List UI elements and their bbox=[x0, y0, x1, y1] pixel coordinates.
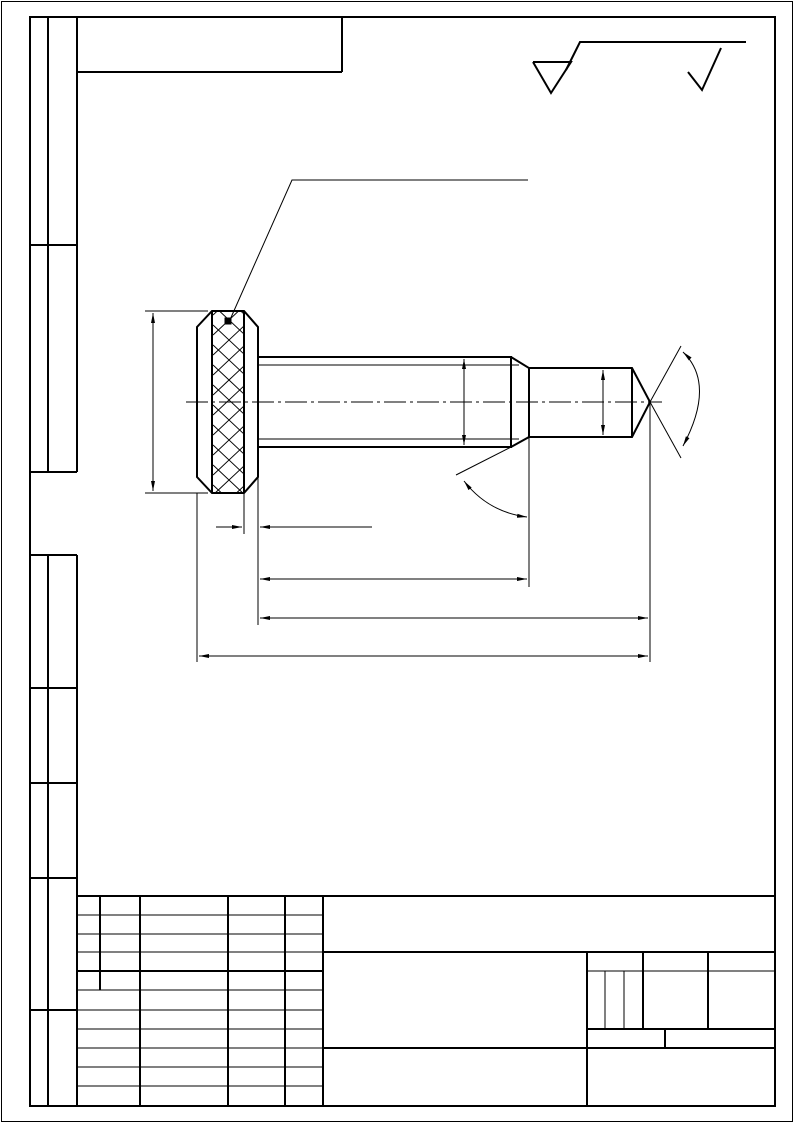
top-designation-box bbox=[77, 17, 343, 73]
knurl-pattern bbox=[213, 311, 243, 493]
roughness-symbol bbox=[532, 41, 746, 95]
thread-lines bbox=[258, 364, 519, 440]
tip-cone-angle bbox=[682, 351, 700, 447]
shank-chamfer-angle bbox=[463, 480, 528, 518]
dimensions bbox=[145, 310, 700, 662]
shank-chamfer bbox=[510, 356, 530, 448]
drawing-frame bbox=[29, 16, 776, 1107]
title-block bbox=[77, 895, 775, 1106]
threaded-shank bbox=[257, 356, 512, 448]
binding-strip bbox=[30, 17, 78, 1106]
knurl-leader bbox=[224, 179, 528, 325]
